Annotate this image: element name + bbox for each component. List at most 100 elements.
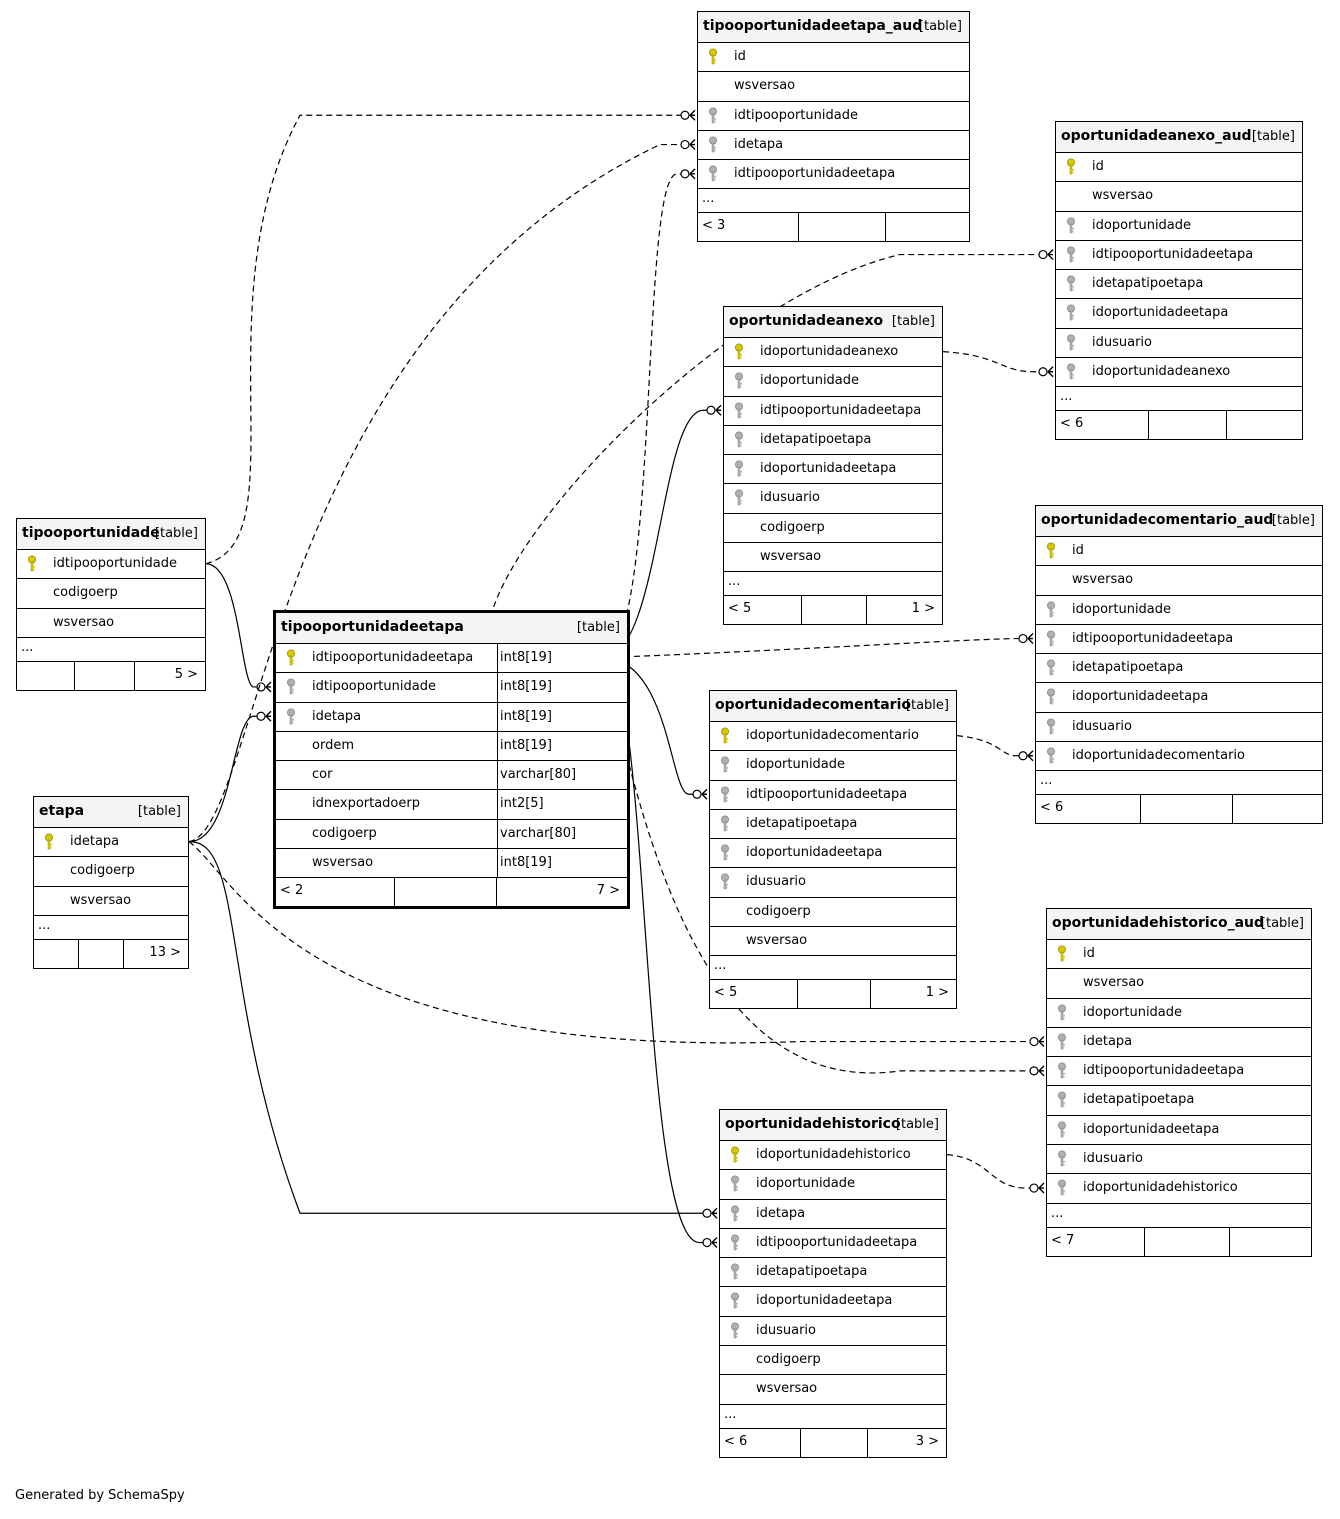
column-row[interactable]: idtipooportunidade <box>17 550 205 580</box>
column-row[interactable]: idoportunidadeetapa <box>724 455 942 485</box>
more-columns-row[interactable]: ... <box>1036 771 1322 796</box>
column-row[interactable]: wsversao <box>1047 969 1311 999</box>
column-row[interactable]: idoportunidadecomentario <box>710 722 956 752</box>
column-row[interactable]: idoportunidade <box>710 751 956 781</box>
column-row[interactable]: idoportunidadeetapa <box>710 839 956 869</box>
column-row[interactable]: idoportunidadeetapa <box>720 1287 946 1317</box>
column-row[interactable]: idoportunidadeetapa <box>1036 683 1322 713</box>
more-columns-row[interactable]: ... <box>710 956 956 981</box>
table-header[interactable]: tipooportunidadeetapa_aud[table] <box>698 12 969 43</box>
column-row[interactable]: codigoerp <box>724 514 942 544</box>
more-columns-row[interactable]: ... <box>17 638 205 662</box>
parents-count[interactable]: < 5 <box>714 985 738 1001</box>
column-row[interactable]: idetapa <box>1047 1028 1311 1058</box>
children-count[interactable]: 1 > <box>911 601 935 617</box>
table-header[interactable]: etapa[table] <box>34 797 188 828</box>
column-row[interactable]: idtipooportunidadeetapa <box>720 1229 946 1259</box>
column-row[interactable]: idtipooportunidadeetapa <box>1047 1057 1311 1087</box>
column-row[interactable]: idoportunidade <box>1047 999 1311 1028</box>
table-oportunidadeanexo[interactable]: oportunidadeanexo[table]idoportunidadean… <box>723 306 943 626</box>
parents-count[interactable]: < 6 <box>724 1433 748 1449</box>
table-oportunidadecomentario[interactable]: oportunidadecomentario[table]idoportunid… <box>709 690 957 1010</box>
column-row[interactable]: id <box>1047 940 1311 970</box>
table-tipooportunidade[interactable]: tipooportunidade[table]idtipooportunidad… <box>16 518 206 691</box>
column-row[interactable]: idetapatipoetapa <box>1056 270 1302 300</box>
column-row[interactable]: idoportunidadeetapa <box>1056 299 1302 329</box>
more-columns-row[interactable]: ... <box>724 572 942 597</box>
column-row[interactable]: idetapatipoetapa <box>710 810 956 840</box>
more-columns-row[interactable]: ... <box>1056 387 1302 412</box>
column-row[interactable]: idoportunidadeanexo <box>724 338 942 368</box>
column-row[interactable]: idoportunidadecomentario <box>1036 742 1322 772</box>
parents-count[interactable]: < 6 <box>1060 416 1084 432</box>
column-row[interactable]: codigoerp <box>17 579 205 609</box>
column-row[interactable]: idtipooportunidadeetapa <box>724 397 942 426</box>
children-count[interactable]: 5 > <box>174 666 198 682</box>
column-row[interactable]: idoportunidadehistorico <box>720 1141 946 1171</box>
column-row[interactable]: idoportunidadeetapa <box>1047 1116 1311 1146</box>
column-row[interactable]: id <box>1056 153 1302 183</box>
table-header[interactable]: oportunidadeanexo[table] <box>724 307 942 338</box>
more-columns-row[interactable]: ... <box>698 189 969 214</box>
column-row[interactable]: idusuario <box>710 868 956 898</box>
more-columns-row[interactable]: ... <box>34 916 188 940</box>
table-header[interactable]: tipooportunidadeetapa[table] <box>276 613 627 644</box>
column-row[interactable]: idoportunidade <box>724 367 942 397</box>
column-row[interactable]: idtipooportunidadeetapa <box>1036 625 1322 655</box>
table-oportunidadehistorico[interactable]: oportunidadehistorico[table]idoportunida… <box>719 1109 947 1458</box>
table-header[interactable]: oportunidadeanexo_aud[table] <box>1056 122 1302 153</box>
table-header[interactable]: oportunidadehistorico_aud[table] <box>1047 909 1311 940</box>
column-row[interactable]: idetapa <box>698 131 969 161</box>
more-columns-row[interactable]: ... <box>720 1405 946 1429</box>
column-row[interactable]: idoportunidadehistorico <box>1047 1174 1311 1204</box>
column-row[interactable]: codigoerp <box>720 1346 946 1376</box>
more-columns-row[interactable]: ... <box>1047 1204 1311 1228</box>
parents-count[interactable]: < 2 <box>280 883 304 899</box>
table-header[interactable]: oportunidadecomentario[table] <box>710 691 956 722</box>
column-row[interactable]: idetapa <box>720 1200 946 1229</box>
table-header[interactable]: oportunidadecomentario_aud[table] <box>1036 506 1322 537</box>
parents-count[interactable]: < 6 <box>1040 800 1064 816</box>
column-row[interactable]: codigoerp <box>710 898 956 928</box>
column-row[interactable]: wsversao <box>34 887 188 916</box>
parents-count[interactable]: < 5 <box>728 601 752 617</box>
column-row[interactable]: wsversao <box>1056 182 1302 212</box>
column-row[interactable]: idoportunidade <box>720 1170 946 1200</box>
column-row[interactable]: idoportunidade <box>1036 596 1322 625</box>
column-row[interactable]: idusuario <box>1047 1145 1311 1175</box>
column-row[interactable]: idusuario <box>1056 329 1302 359</box>
column-row[interactable]: idoportunidade <box>1056 212 1302 241</box>
column-row[interactable]: idetapatipoetapa <box>1036 654 1322 684</box>
column-row[interactable]: idusuario <box>724 484 942 514</box>
column-row[interactable]: idtipooportunidadeetapa <box>710 781 956 810</box>
column-row[interactable]: wsversao <box>698 72 969 102</box>
column-row[interactable]: idusuario <box>1036 713 1322 743</box>
column-row[interactable]: idetapatipoetapa <box>720 1258 946 1288</box>
column-row[interactable]: id <box>698 43 969 73</box>
column-row[interactable]: wsversao <box>710 927 956 957</box>
column-row[interactable]: wsversao <box>17 609 205 638</box>
column-row[interactable]: idetapa <box>34 828 188 858</box>
column-row[interactable]: wsversao <box>724 543 942 573</box>
parents-count[interactable]: < 3 <box>702 218 726 234</box>
column-row[interactable]: idusuario <box>720 1317 946 1347</box>
children-count[interactable]: 1 > <box>925 985 949 1001</box>
table-header[interactable]: tipooportunidade[table] <box>17 519 205 550</box>
children-count[interactable]: 3 > <box>915 1433 939 1449</box>
column-row[interactable]: codigoerp <box>34 857 188 887</box>
column-row[interactable]: idoportunidadeanexo <box>1056 358 1302 388</box>
column-row[interactable]: wsversao <box>1036 566 1322 596</box>
column-row[interactable]: idetapatipoetapa <box>724 426 942 456</box>
